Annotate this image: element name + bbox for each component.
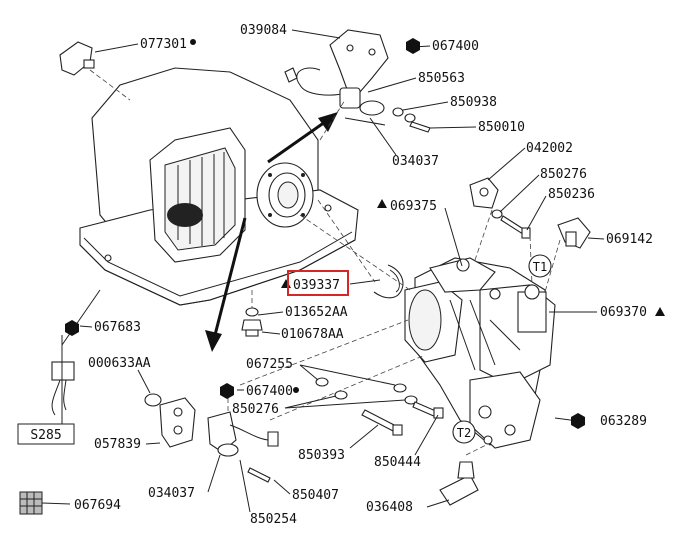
part-label-067400-bottom: 067400 xyxy=(246,384,293,399)
part-label-850010: 850010 xyxy=(478,120,525,135)
plug-010678AA xyxy=(241,319,263,331)
part-label-010678AA: 010678AA xyxy=(281,327,344,342)
cable-tag-label: S285 xyxy=(30,428,61,443)
part-label-077301: 077301 xyxy=(140,37,187,52)
fitting-036408 xyxy=(439,461,479,506)
part-label-063289: 063289 xyxy=(600,414,647,429)
hatched-block-067694 xyxy=(19,491,43,515)
part-label-013652AA: 013652AA xyxy=(285,305,348,320)
retaining-ring-039337 xyxy=(373,264,404,299)
gearbox-housing xyxy=(79,67,359,306)
o-ring-000633AA xyxy=(144,393,162,407)
callout-T1: T1 xyxy=(528,254,552,278)
part-label-036408: 036408 xyxy=(366,500,413,515)
marker-symbols xyxy=(65,38,665,429)
bracket-057839 xyxy=(159,397,196,448)
part-label-067694: 067694 xyxy=(74,498,121,513)
part-label-069370: 069370 xyxy=(600,305,647,320)
part-label-850407: 850407 xyxy=(292,488,339,503)
part-label-034037-bottom: 034037 xyxy=(148,486,195,501)
cable-tag-S285: S285 xyxy=(17,423,75,445)
part-label-850393: 850393 xyxy=(298,448,345,463)
part-label-850444: 850444 xyxy=(374,455,421,470)
o-ring-013652AA xyxy=(245,307,259,317)
part-label-042002: 042002 xyxy=(526,141,573,156)
sensor-034037-bottom xyxy=(207,411,279,483)
part-label-069375: 069375 xyxy=(390,199,437,214)
callout-T1-label: T1 xyxy=(533,260,547,274)
part-label-067683: 067683 xyxy=(94,320,141,335)
part-label-034037-top: 034037 xyxy=(392,154,439,169)
part-label-039337: 039337 xyxy=(293,278,340,293)
part-label-067400-top: 067400 xyxy=(432,39,479,54)
part-label-069142: 069142 xyxy=(606,232,653,247)
part-label-850236: 850236 xyxy=(548,187,595,202)
callout-T2-label: T2 xyxy=(457,426,471,440)
sensor-group-top xyxy=(284,29,431,133)
highlight-box xyxy=(287,270,349,296)
part-labels: 077301 039084 067400 850563 850938 85001… xyxy=(74,23,653,527)
connector-077301 xyxy=(59,41,95,76)
direction-arrows xyxy=(205,112,338,352)
callout-T2: T2 xyxy=(452,420,476,444)
leader-lines xyxy=(41,29,605,513)
part-label-850276-right: 850276 xyxy=(540,167,587,182)
part-label-039084: 039084 xyxy=(240,23,287,38)
part-label-067255: 067255 xyxy=(246,357,293,372)
part-label-850563: 850563 xyxy=(418,71,465,86)
part-label-000633AA: 000633AA xyxy=(88,356,151,371)
part-label-850938: 850938 xyxy=(450,95,497,110)
cable-S285 xyxy=(51,335,75,416)
part-label-850276-left: 850276 xyxy=(232,402,279,417)
part-label-850254: 850254 xyxy=(250,512,297,527)
part-label-057839: 057839 xyxy=(94,437,141,452)
assembly-lines xyxy=(89,69,561,456)
hydraulic-pump xyxy=(404,257,556,449)
